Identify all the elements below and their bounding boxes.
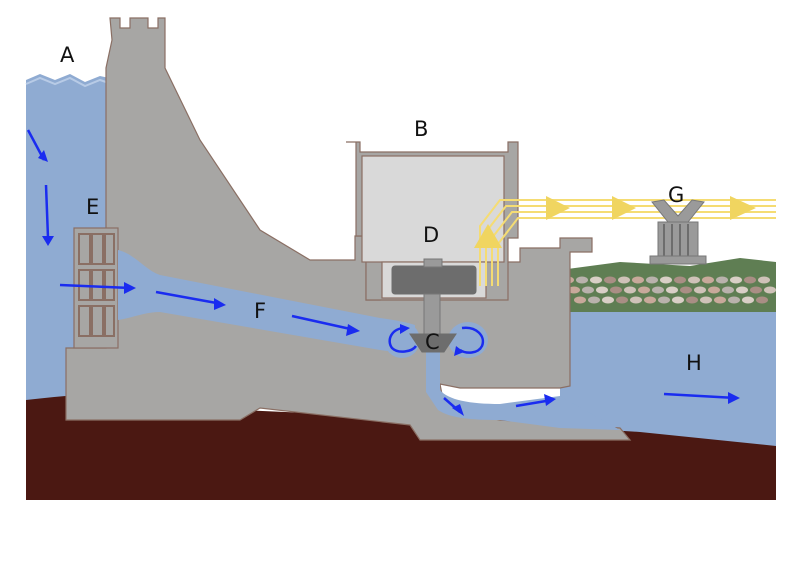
label-D: D xyxy=(423,223,439,247)
riverbank-stone xyxy=(714,296,726,304)
riverbank-stone xyxy=(630,296,642,304)
water-flow-arrowheads xyxy=(38,150,740,416)
riverbank-stone xyxy=(590,276,602,284)
riverbank-stone xyxy=(574,296,586,304)
riverbank-stone xyxy=(728,296,740,304)
label-E: E xyxy=(86,195,99,219)
bedrock-ground xyxy=(26,394,776,500)
label-A: A xyxy=(60,43,75,67)
flow-arrow-turbine-left xyxy=(388,326,418,353)
riverbank-grass xyxy=(560,258,776,312)
label-G: G xyxy=(668,183,684,207)
power-arrow-3 xyxy=(730,196,756,220)
riverbank-stone xyxy=(722,286,734,294)
riverbank-stone xyxy=(716,276,728,284)
label-C: C xyxy=(425,330,440,354)
riverbank-stone xyxy=(638,286,650,294)
generator-top-cap xyxy=(423,258,443,268)
river-water xyxy=(560,312,776,448)
reservoir-wave-line xyxy=(25,76,113,88)
riverbank-stone xyxy=(764,286,776,294)
riverbank-stone xyxy=(660,276,672,284)
riverbank-stone xyxy=(652,286,664,294)
riverbank-stone xyxy=(596,286,608,294)
flow-arrow-river xyxy=(663,392,737,400)
label-B: B xyxy=(414,117,428,141)
water-flow-arrows xyxy=(26,129,737,413)
riverbank-stone xyxy=(632,276,644,284)
riverbank-stone xyxy=(756,296,768,304)
riverbank-stone xyxy=(624,286,636,294)
riverbank-stones xyxy=(562,276,776,304)
riverbank-stone xyxy=(702,276,714,284)
flow-arrow-turbine-right xyxy=(459,326,485,354)
riverbank-stone xyxy=(618,276,630,284)
flow-arrow-penstock-1 xyxy=(155,290,223,306)
riverbank-stone xyxy=(658,296,670,304)
riverbank-stone xyxy=(602,296,614,304)
riverbank-stone xyxy=(644,296,656,304)
riverbank-stone xyxy=(582,286,594,294)
dam-body xyxy=(65,17,632,441)
flow-arrow-penstock-2 xyxy=(291,314,356,332)
riverbank-stone xyxy=(700,296,712,304)
riverbank-stone xyxy=(674,276,686,284)
riverbank-stone xyxy=(750,286,762,294)
generator-rotor xyxy=(391,265,477,295)
riverbank-stone xyxy=(708,286,720,294)
riverbank-stone xyxy=(646,276,658,284)
riverbank-stone xyxy=(694,286,706,294)
turbine-shaft xyxy=(423,293,441,335)
riverbank-stone xyxy=(744,276,756,284)
riverbank-stone xyxy=(616,296,628,304)
riverbank-stone xyxy=(736,286,748,294)
flow-arrow-reservoir-2 xyxy=(44,184,50,239)
power-arrows xyxy=(474,196,756,248)
power-arrow-1 xyxy=(546,196,570,220)
power-lines xyxy=(479,199,776,286)
riverbank-stone xyxy=(568,286,580,294)
power-arrow-2 xyxy=(612,196,636,220)
label-H: H xyxy=(686,351,702,375)
riverbank-stone xyxy=(742,296,754,304)
riverbank-stone xyxy=(672,296,684,304)
riverbank-stone xyxy=(610,286,622,294)
flow-arrow-intake xyxy=(59,283,131,290)
riverbank-stone xyxy=(680,286,692,294)
riverbank-stone xyxy=(666,286,678,294)
riverbank-stone xyxy=(686,296,698,304)
draft-tube xyxy=(426,352,620,430)
riverbank-stone xyxy=(604,276,616,284)
riverbank-stone xyxy=(576,276,588,284)
label-F: F xyxy=(254,299,266,323)
riverbank-stone xyxy=(588,296,600,304)
riverbank-stone xyxy=(758,276,770,284)
riverbank-stone xyxy=(730,276,742,284)
transformer xyxy=(649,199,707,265)
riverbank-stone xyxy=(688,276,700,284)
turbine-runner xyxy=(409,333,457,353)
power-arrow-up xyxy=(474,224,502,248)
